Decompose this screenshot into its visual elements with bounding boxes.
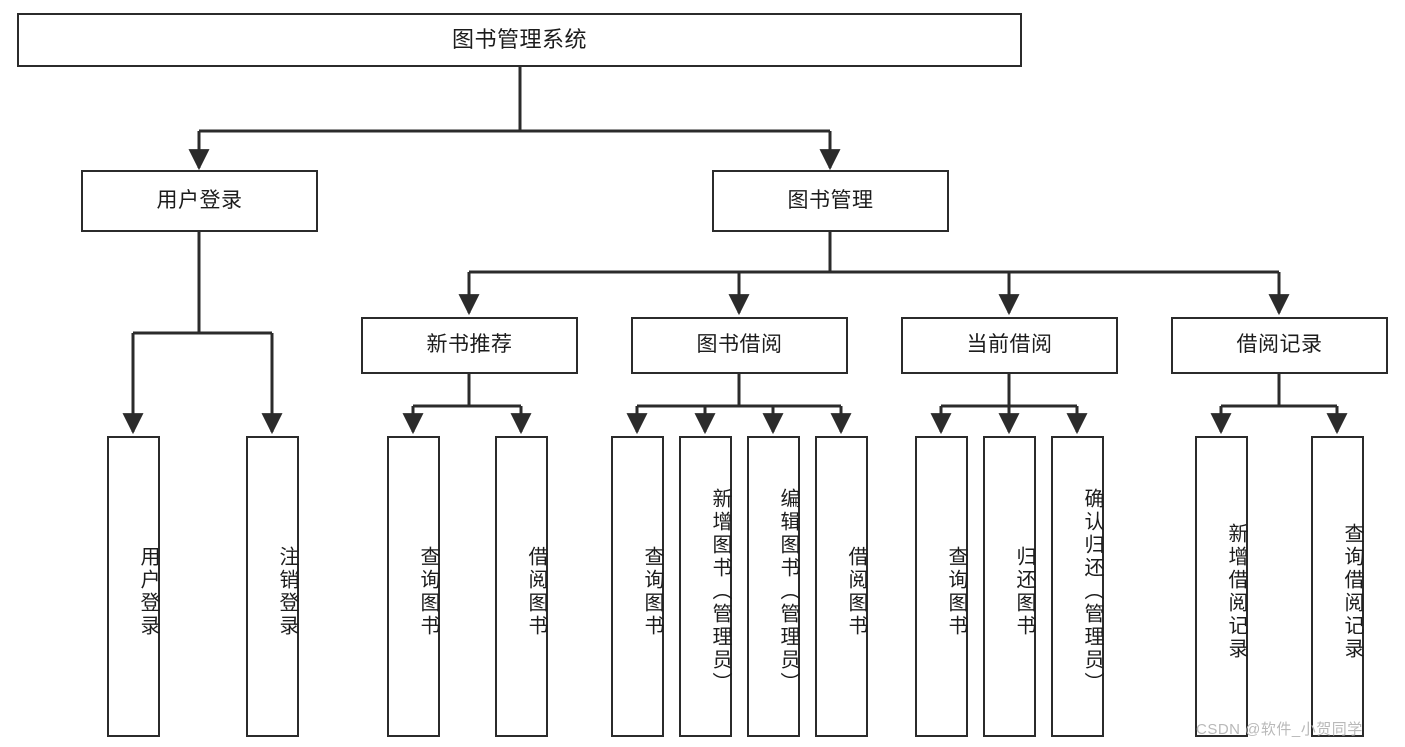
leaf-query-book-3[interactable]: 查询图书 [915, 436, 968, 737]
node-label: 图书借阅 [696, 333, 783, 357]
node-label: 用户登录 [156, 188, 243, 212]
node-label: 借阅图书 [525, 545, 547, 638]
leaf-borrow-book-1[interactable]: 借阅图书 [495, 436, 548, 737]
node-label: 查询图书 [945, 545, 967, 638]
node-user-login[interactable]: 用户登录 [81, 170, 318, 232]
leaf-query-book-2[interactable]: 查询图书 [611, 436, 664, 737]
leaf-add-borrow-record[interactable]: 新增借阅记录 [1195, 436, 1248, 737]
leaf-confirm-return-admin[interactable]: 确认归还（管理员） [1051, 436, 1104, 737]
leaf-user-login[interactable]: 用户登录 [107, 436, 160, 737]
leaf-add-book-admin[interactable]: 新增图书（管理员） [679, 436, 732, 737]
leaf-return-book[interactable]: 归还图书 [983, 436, 1036, 737]
node-borrow-record[interactable]: 借阅记录 [1171, 317, 1388, 374]
leaf-query-book-1[interactable]: 查询图书 [387, 436, 440, 737]
csdn-watermark: CSDN @软件_小贺同学 [1196, 721, 1363, 738]
node-label: 查询借阅记录 [1341, 522, 1363, 661]
node-book-borrow[interactable]: 图书借阅 [631, 317, 848, 374]
node-label: 借阅图书 [845, 545, 867, 638]
leaf-borrow-book-2[interactable]: 借阅图书 [815, 436, 868, 737]
node-label: 新增图书（管理员） [709, 488, 731, 695]
node-label: 确认归还（管理员） [1081, 488, 1103, 695]
node-label: 新增借阅记录 [1225, 522, 1247, 661]
leaf-logout-login[interactable]: 注销登录 [246, 436, 299, 737]
node-label: 当前借阅 [966, 333, 1053, 357]
node-new-book-recommend[interactable]: 新书推荐 [361, 317, 578, 374]
node-label: 注销登录 [276, 545, 298, 638]
node-label: 归还图书 [1013, 545, 1035, 638]
node-root-book-management-system[interactable]: 图书管理系统 [17, 13, 1022, 67]
node-label: 图书管理系统 [451, 27, 587, 53]
leaf-query-borrow-record[interactable]: 查询借阅记录 [1311, 436, 1364, 737]
node-book-management[interactable]: 图书管理 [712, 170, 949, 232]
leaf-edit-book-admin[interactable]: 编辑图书（管理员） [747, 436, 800, 737]
node-label: 编辑图书（管理员） [777, 488, 799, 695]
node-label: 借阅记录 [1236, 333, 1323, 357]
node-label: 查询图书 [641, 545, 663, 638]
node-label: 图书管理 [787, 188, 874, 212]
node-current-borrow[interactable]: 当前借阅 [901, 317, 1118, 374]
node-label: 用户登录 [137, 545, 159, 638]
node-label: 新书推荐 [426, 333, 513, 357]
node-label: 查询图书 [417, 545, 439, 638]
